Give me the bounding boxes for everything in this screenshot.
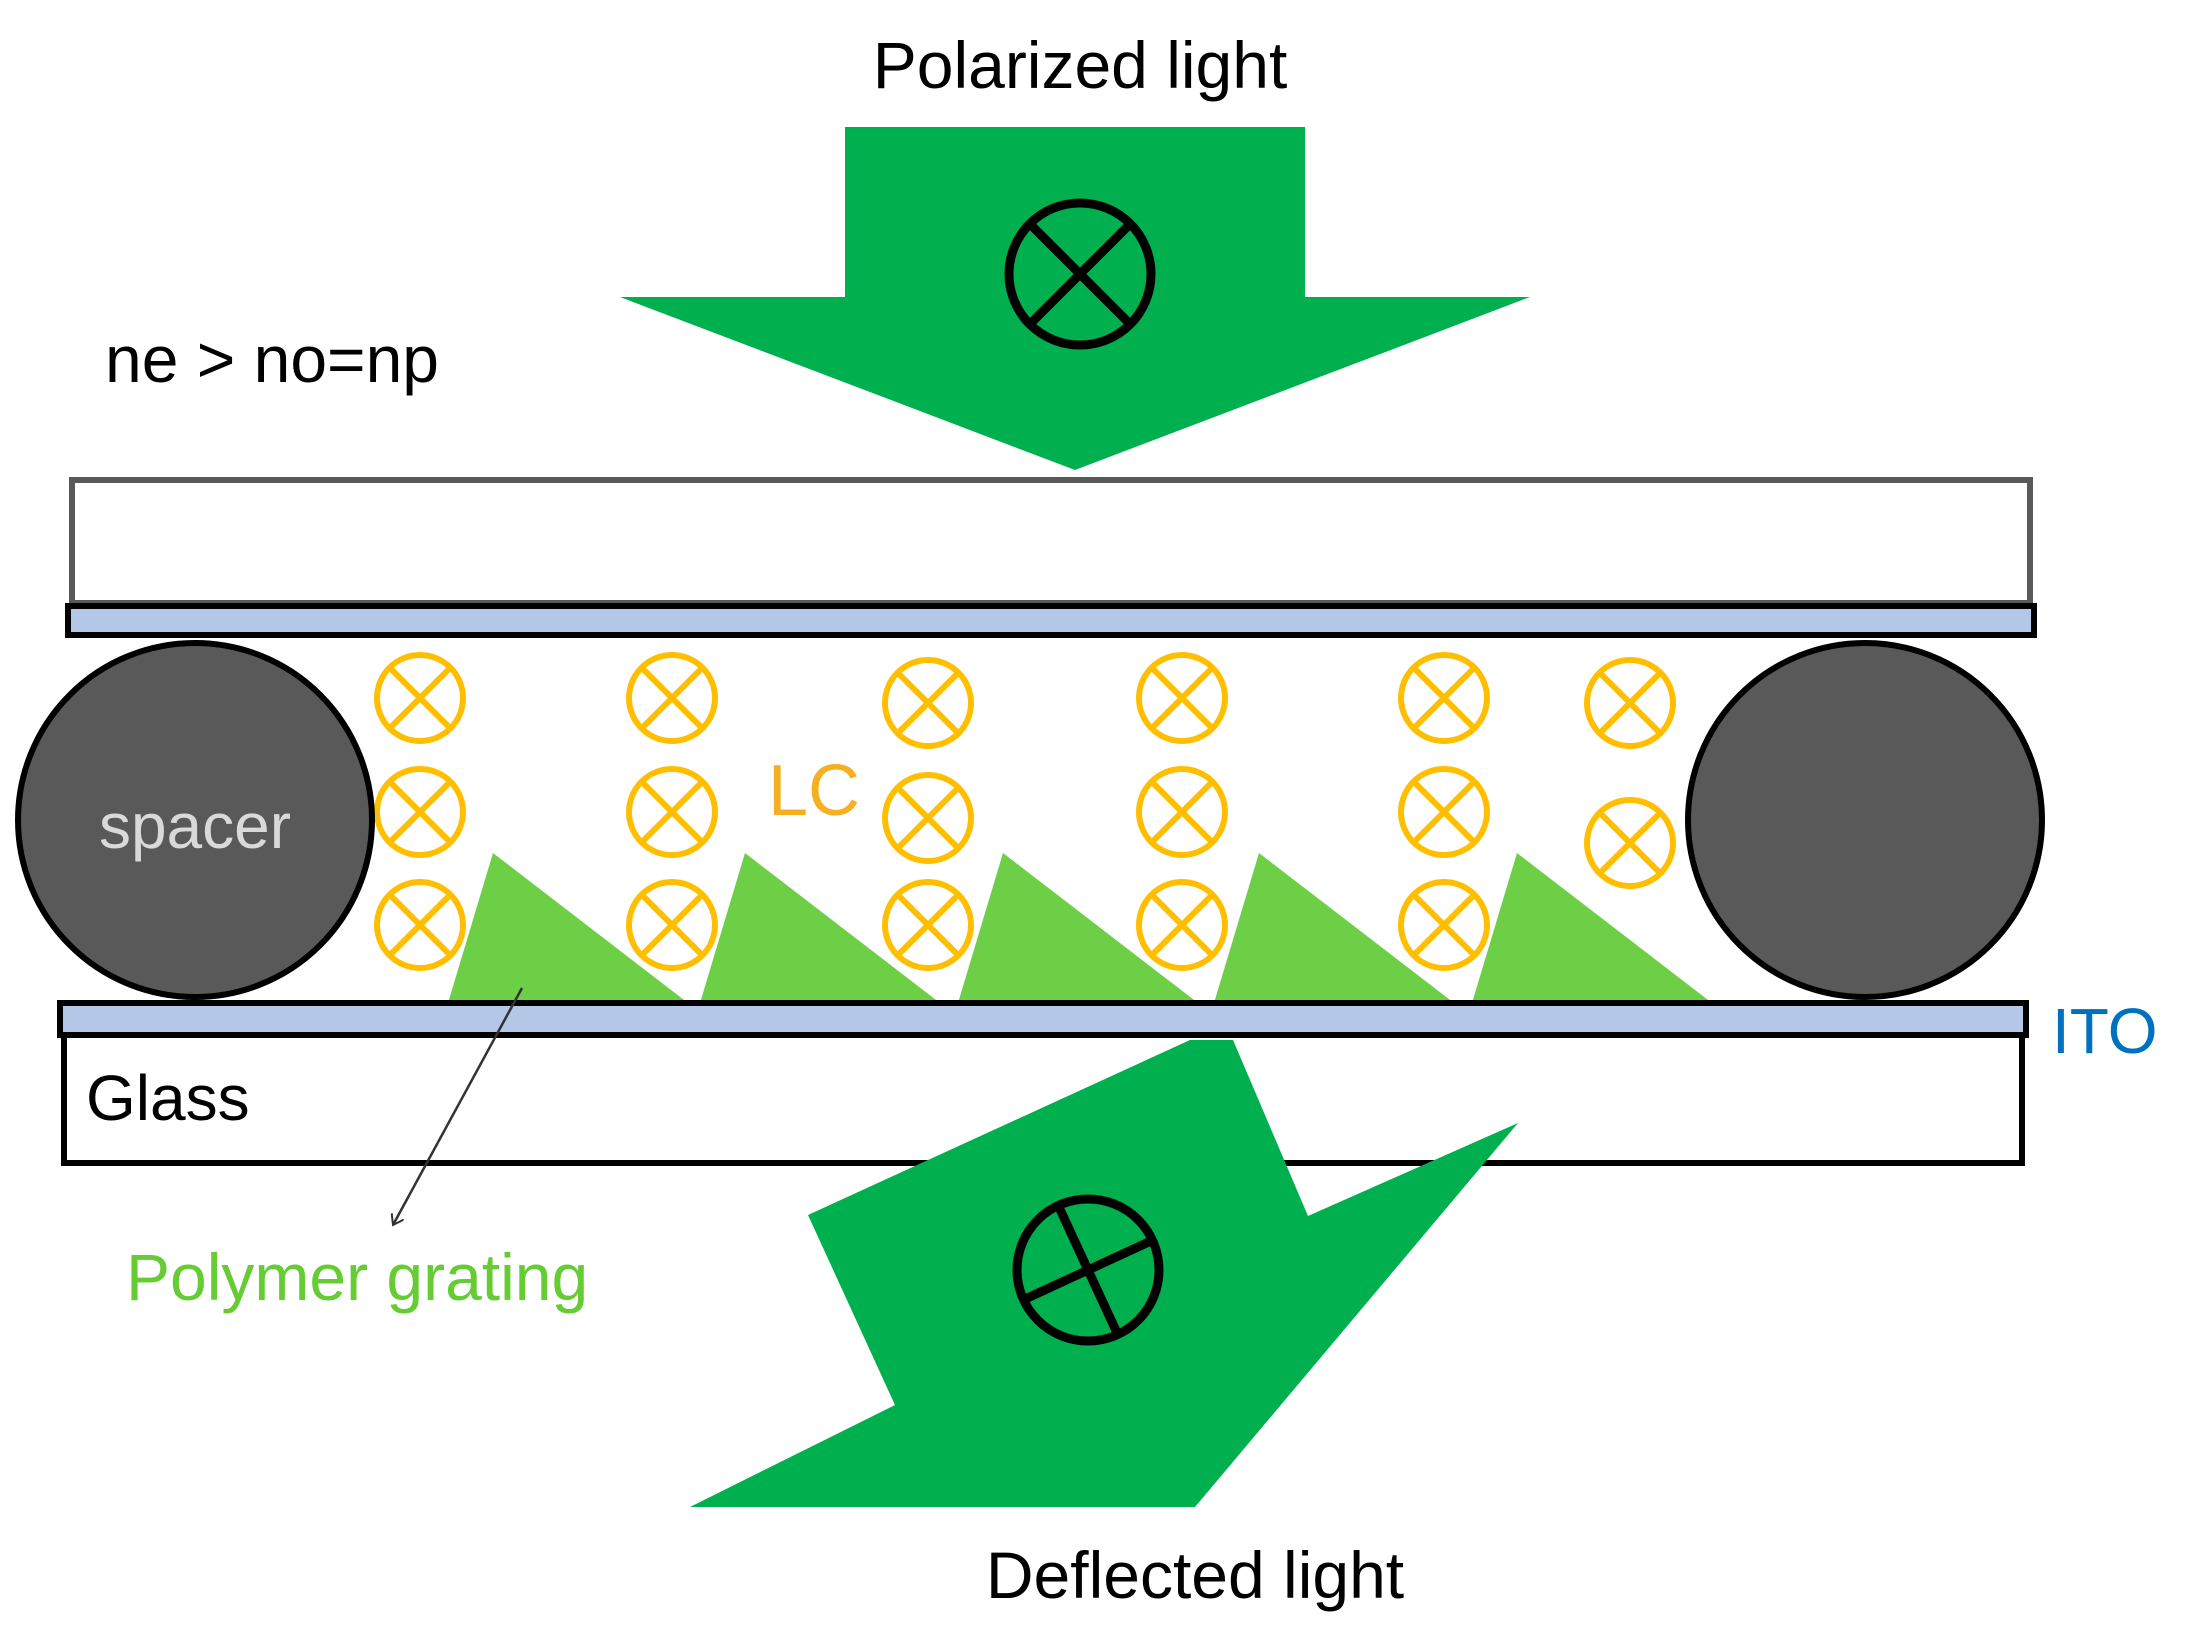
incident-polarization-icon <box>1004 198 1156 350</box>
lc-molecules <box>374 652 1676 971</box>
lc-molecule <box>882 657 974 749</box>
grating-prism <box>1214 853 1454 1003</box>
lc-molecule <box>882 772 974 864</box>
polymer-grating-label: Polymer grating <box>126 1240 588 1314</box>
lc-molecule <box>626 652 718 744</box>
lc-molecule <box>1584 797 1676 889</box>
spacer-right <box>1685 640 2045 1000</box>
grating-prism <box>958 853 1198 1003</box>
bottom-ito-layer <box>57 1000 2029 1038</box>
lc-molecule <box>1398 652 1490 744</box>
lc-molecule <box>1136 879 1228 971</box>
lc-molecule <box>374 652 466 744</box>
deflected-light-label: Deflected light <box>986 1538 1404 1612</box>
lc-molecule <box>626 766 718 858</box>
ito-label: ITO <box>2052 995 2158 1067</box>
lc-molecule <box>1398 879 1490 971</box>
grating-prism <box>1472 853 1712 1003</box>
lc-molecule <box>626 879 718 971</box>
glass-label: Glass <box>86 1062 250 1134</box>
deflected-arrow-shape <box>690 1040 1518 1507</box>
lc-molecule <box>374 879 466 971</box>
top-glass <box>69 477 2033 606</box>
spacer-label: spacer <box>99 790 291 862</box>
grating-prism <box>700 853 940 1003</box>
lc-molecule <box>1398 766 1490 858</box>
grating-prism <box>448 853 688 1003</box>
deflected-light-arrow <box>690 1040 1518 1507</box>
incident-arrow-shape <box>620 127 1530 470</box>
polymer-grating <box>448 853 1712 1003</box>
spacer-left <box>15 640 375 1000</box>
lc-label: LC <box>768 751 860 831</box>
lc-molecule <box>882 879 974 971</box>
incident-light-arrow <box>620 127 1530 470</box>
deflected-polarization-icon <box>1012 1194 1164 1346</box>
lc-molecule <box>374 766 466 858</box>
lc-molecule <box>1136 766 1228 858</box>
lc-molecule <box>1136 652 1228 744</box>
index-relation-label: ne > no=np <box>105 322 439 396</box>
incident-light-label: Polarized light <box>873 28 1288 102</box>
lc-molecule <box>1584 657 1676 749</box>
polymer-grating-pointer <box>393 987 524 1225</box>
top-ito-layer <box>65 603 2037 638</box>
